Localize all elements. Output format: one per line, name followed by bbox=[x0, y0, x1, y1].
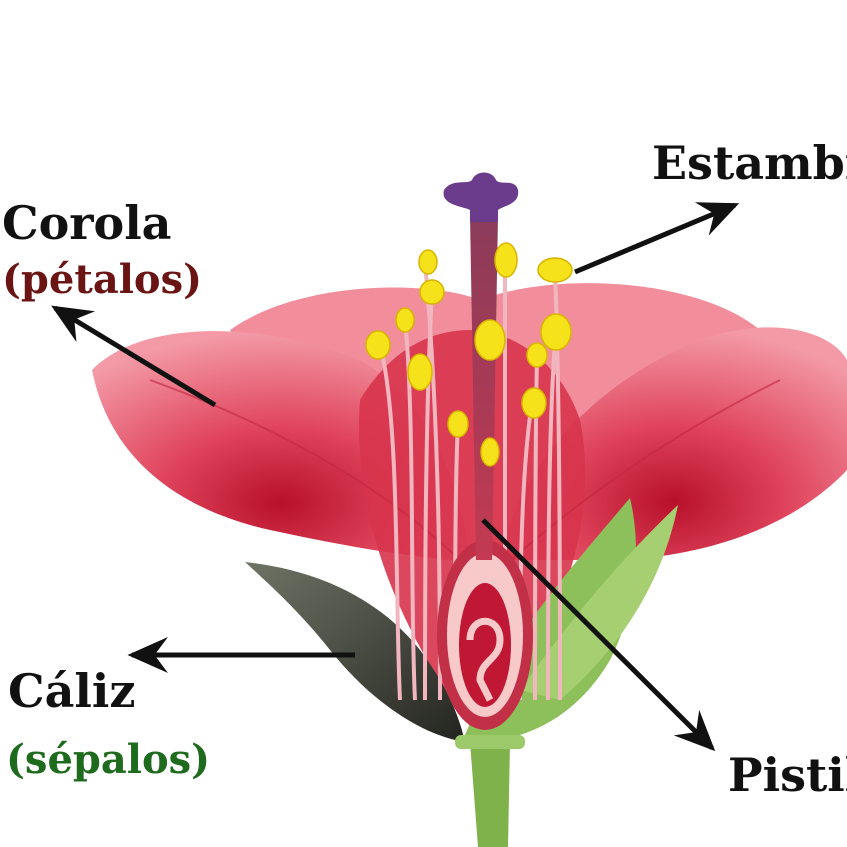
sepalos-label: (sépalos) bbox=[6, 736, 211, 783]
estambre-label: Estambr bbox=[652, 136, 847, 190]
petal-vein-right bbox=[499, 379, 781, 571]
ovule bbox=[466, 617, 504, 702]
petal-vein-left bbox=[149, 379, 471, 571]
estambre-arrow bbox=[574, 202, 740, 275]
right-petal bbox=[500, 327, 847, 560]
stem bbox=[470, 742, 510, 847]
stamen-anthers bbox=[365, 242, 573, 467]
style bbox=[470, 215, 498, 560]
label-arrows bbox=[51, 202, 740, 752]
sepal-dark bbox=[245, 562, 465, 742]
corola-arrow bbox=[51, 305, 217, 408]
stigma bbox=[443, 172, 519, 222]
ovary bbox=[437, 540, 533, 730]
caliz-label: Cáliz bbox=[8, 664, 136, 718]
corola-label: Corola bbox=[2, 196, 172, 250]
pistilo-arrow bbox=[481, 518, 716, 752]
receptacle bbox=[455, 735, 525, 749]
petalos-label: (pétalos) bbox=[2, 256, 203, 303]
pistilo-label: Pistil bbox=[728, 748, 847, 802]
